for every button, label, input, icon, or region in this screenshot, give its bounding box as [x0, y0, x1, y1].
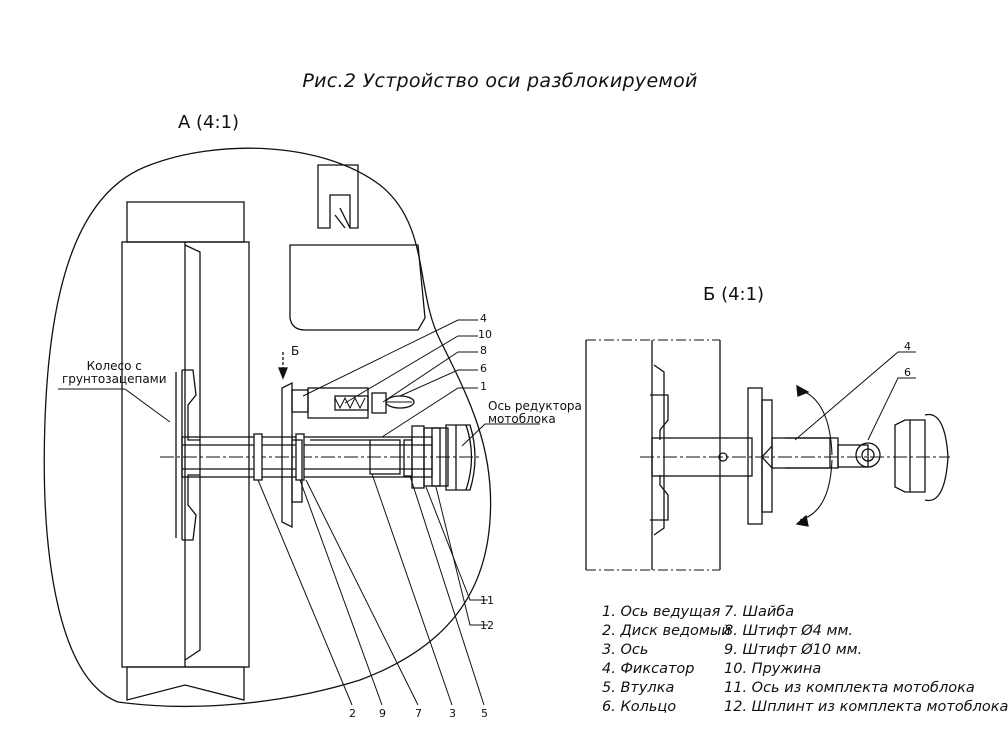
legend-item: 8. Штифт Ø4 мм. — [724, 623, 854, 639]
wheel-label: Колесо с грунтозацепами — [62, 359, 167, 386]
legend-item: 10. Пружина — [724, 661, 822, 677]
callout-b-4: 4 — [904, 340, 911, 353]
gear-housing — [289, 164, 426, 331]
callout-a-5: 5 — [481, 707, 488, 720]
legend-item: 9. Штифт Ø10 мм. — [724, 642, 863, 658]
callout-a-1: 1 — [480, 380, 487, 393]
legend-item: 7. Шайба — [724, 604, 795, 620]
callout-a-6: 6 — [480, 362, 487, 375]
legend-item: 2. Диск ведомый — [602, 623, 731, 639]
wheel-disk — [175, 369, 200, 541]
driven-disk — [281, 381, 303, 529]
view-b-label: Б (4:1) — [703, 284, 765, 305]
callout-a-4: 4 — [480, 312, 487, 325]
callout-a-12: 12 — [480, 619, 494, 632]
legend-item: 6. Кольцо — [602, 699, 677, 715]
axle-collar — [403, 425, 449, 489]
legend-right: 7. Шайба 8. Штифт Ø4 мм. 9. Штифт Ø10 мм… — [724, 603, 1008, 717]
callout-a-7: 7 — [415, 707, 422, 720]
view-a-label: А (4:1) — [178, 112, 240, 133]
callout-a-9: 9 — [379, 707, 386, 720]
callout-leaders-lower — [257, 473, 488, 706]
motor-axle-cap — [445, 424, 476, 491]
legend-item: 12. Шплинт из комплекта мотоблока — [724, 699, 1008, 715]
section-mark: Б — [291, 344, 300, 358]
callout-a-2: 2 — [349, 707, 356, 720]
section-arrow — [278, 352, 288, 380]
axis-label: Ось редуктора мотоблока — [488, 399, 582, 426]
callout-a-8: 8 — [480, 344, 487, 357]
latch-mechanism — [291, 387, 415, 419]
callout-a-3: 3 — [449, 707, 456, 720]
legend-item: 1. Ось ведущая — [602, 604, 721, 620]
legend-item: 4. Фиксатор — [602, 661, 695, 677]
callout-a-11: 11 — [480, 594, 494, 607]
label-leaders — [58, 388, 540, 447]
legend-item: 5. Втулка — [602, 680, 675, 696]
callout-leaders-upper — [302, 319, 478, 438]
view-b-drawing — [585, 339, 950, 571]
callout-b-6: 6 — [904, 366, 911, 379]
figure-title: Рис.2 Устройство оси разблокируемой — [302, 70, 698, 92]
legend-item: 3. Ось — [602, 642, 649, 658]
legend-item: 11. Ось из комплекта мотоблока — [724, 680, 975, 696]
wheel-tyre — [121, 201, 250, 701]
detail-boundary — [43, 147, 492, 708]
legend-left: 1. Ось ведущая 2. Диск ведомый 3. Ось 4.… — [602, 603, 731, 717]
view-a-drawing — [43, 147, 540, 708]
callout-a-10: 10 — [478, 328, 492, 341]
